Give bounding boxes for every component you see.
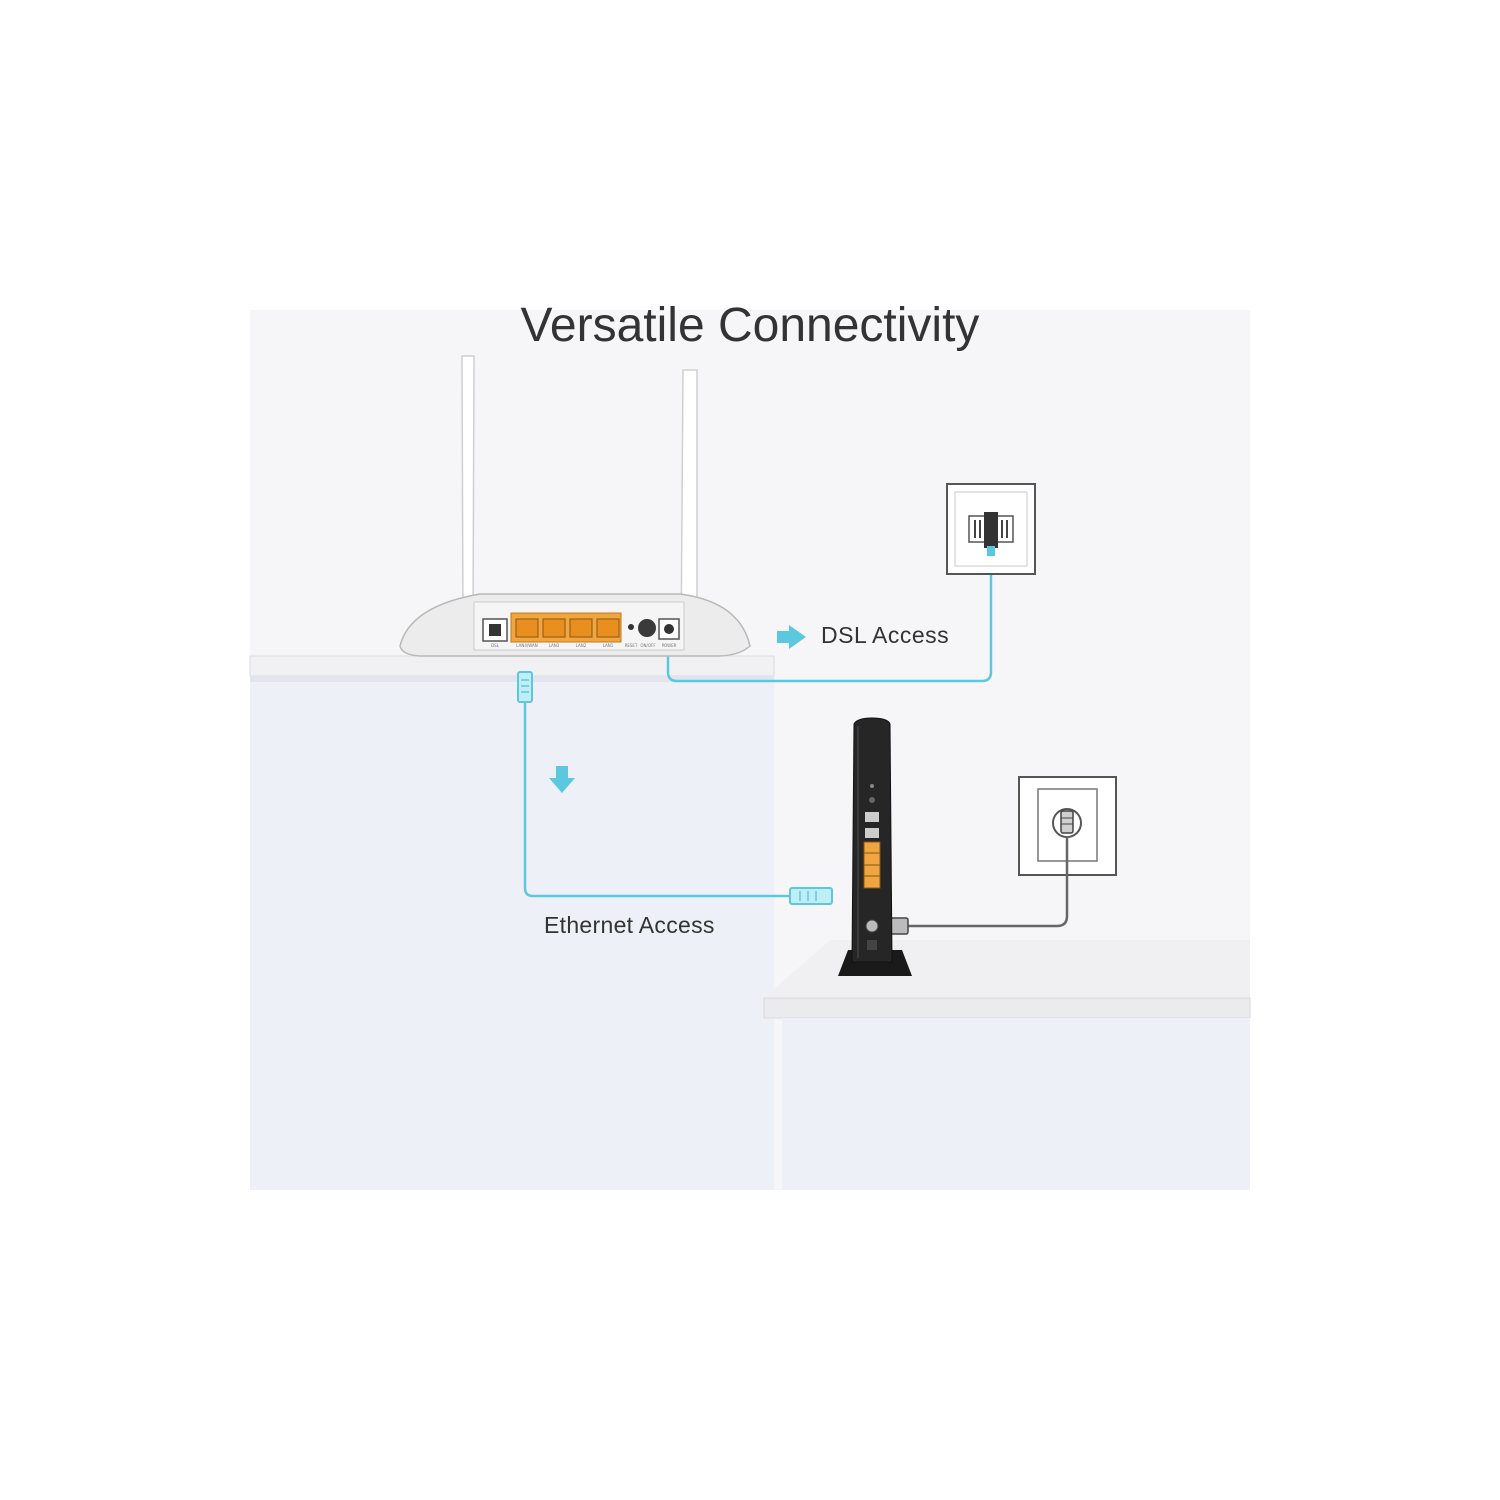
arrow-right-icon [777, 625, 806, 649]
right-cabinet [763, 940, 1251, 1190]
ethernet-cable [523, 700, 792, 898]
dsl-access-label: DSL Access [821, 622, 950, 648]
router-port-label: LAN4/WAN [516, 643, 537, 648]
page-title: Versatile Connectivity [520, 299, 980, 352]
phone-wall-socket [946, 483, 1036, 575]
router-port-label: ON/OFF [640, 643, 656, 648]
router-port-label: POWER [662, 643, 677, 648]
arrow-down-icon [549, 766, 575, 793]
coax-cable [905, 836, 1069, 928]
dsl-cable [666, 542, 993, 683]
cable-modem [838, 717, 912, 976]
ethernet-plug-top [517, 671, 533, 703]
left-cabinet [249, 655, 775, 1190]
ethernet-plug-modem [789, 887, 833, 905]
ethernet-access-label: Ethernet Access [544, 912, 715, 938]
router-port-label: LAN1 [603, 643, 614, 648]
router-antennas [461, 355, 698, 649]
router-port-label: DSL [491, 643, 500, 648]
router-port-label: RESET [625, 643, 638, 648]
router-port-label: LAN2 [576, 643, 587, 648]
router-port-label: LAN3 [549, 643, 560, 648]
dsl-router: DSL LAN4/WAN LAN3 LAN2 LAN1 RESET ON/OFF… [399, 593, 751, 657]
